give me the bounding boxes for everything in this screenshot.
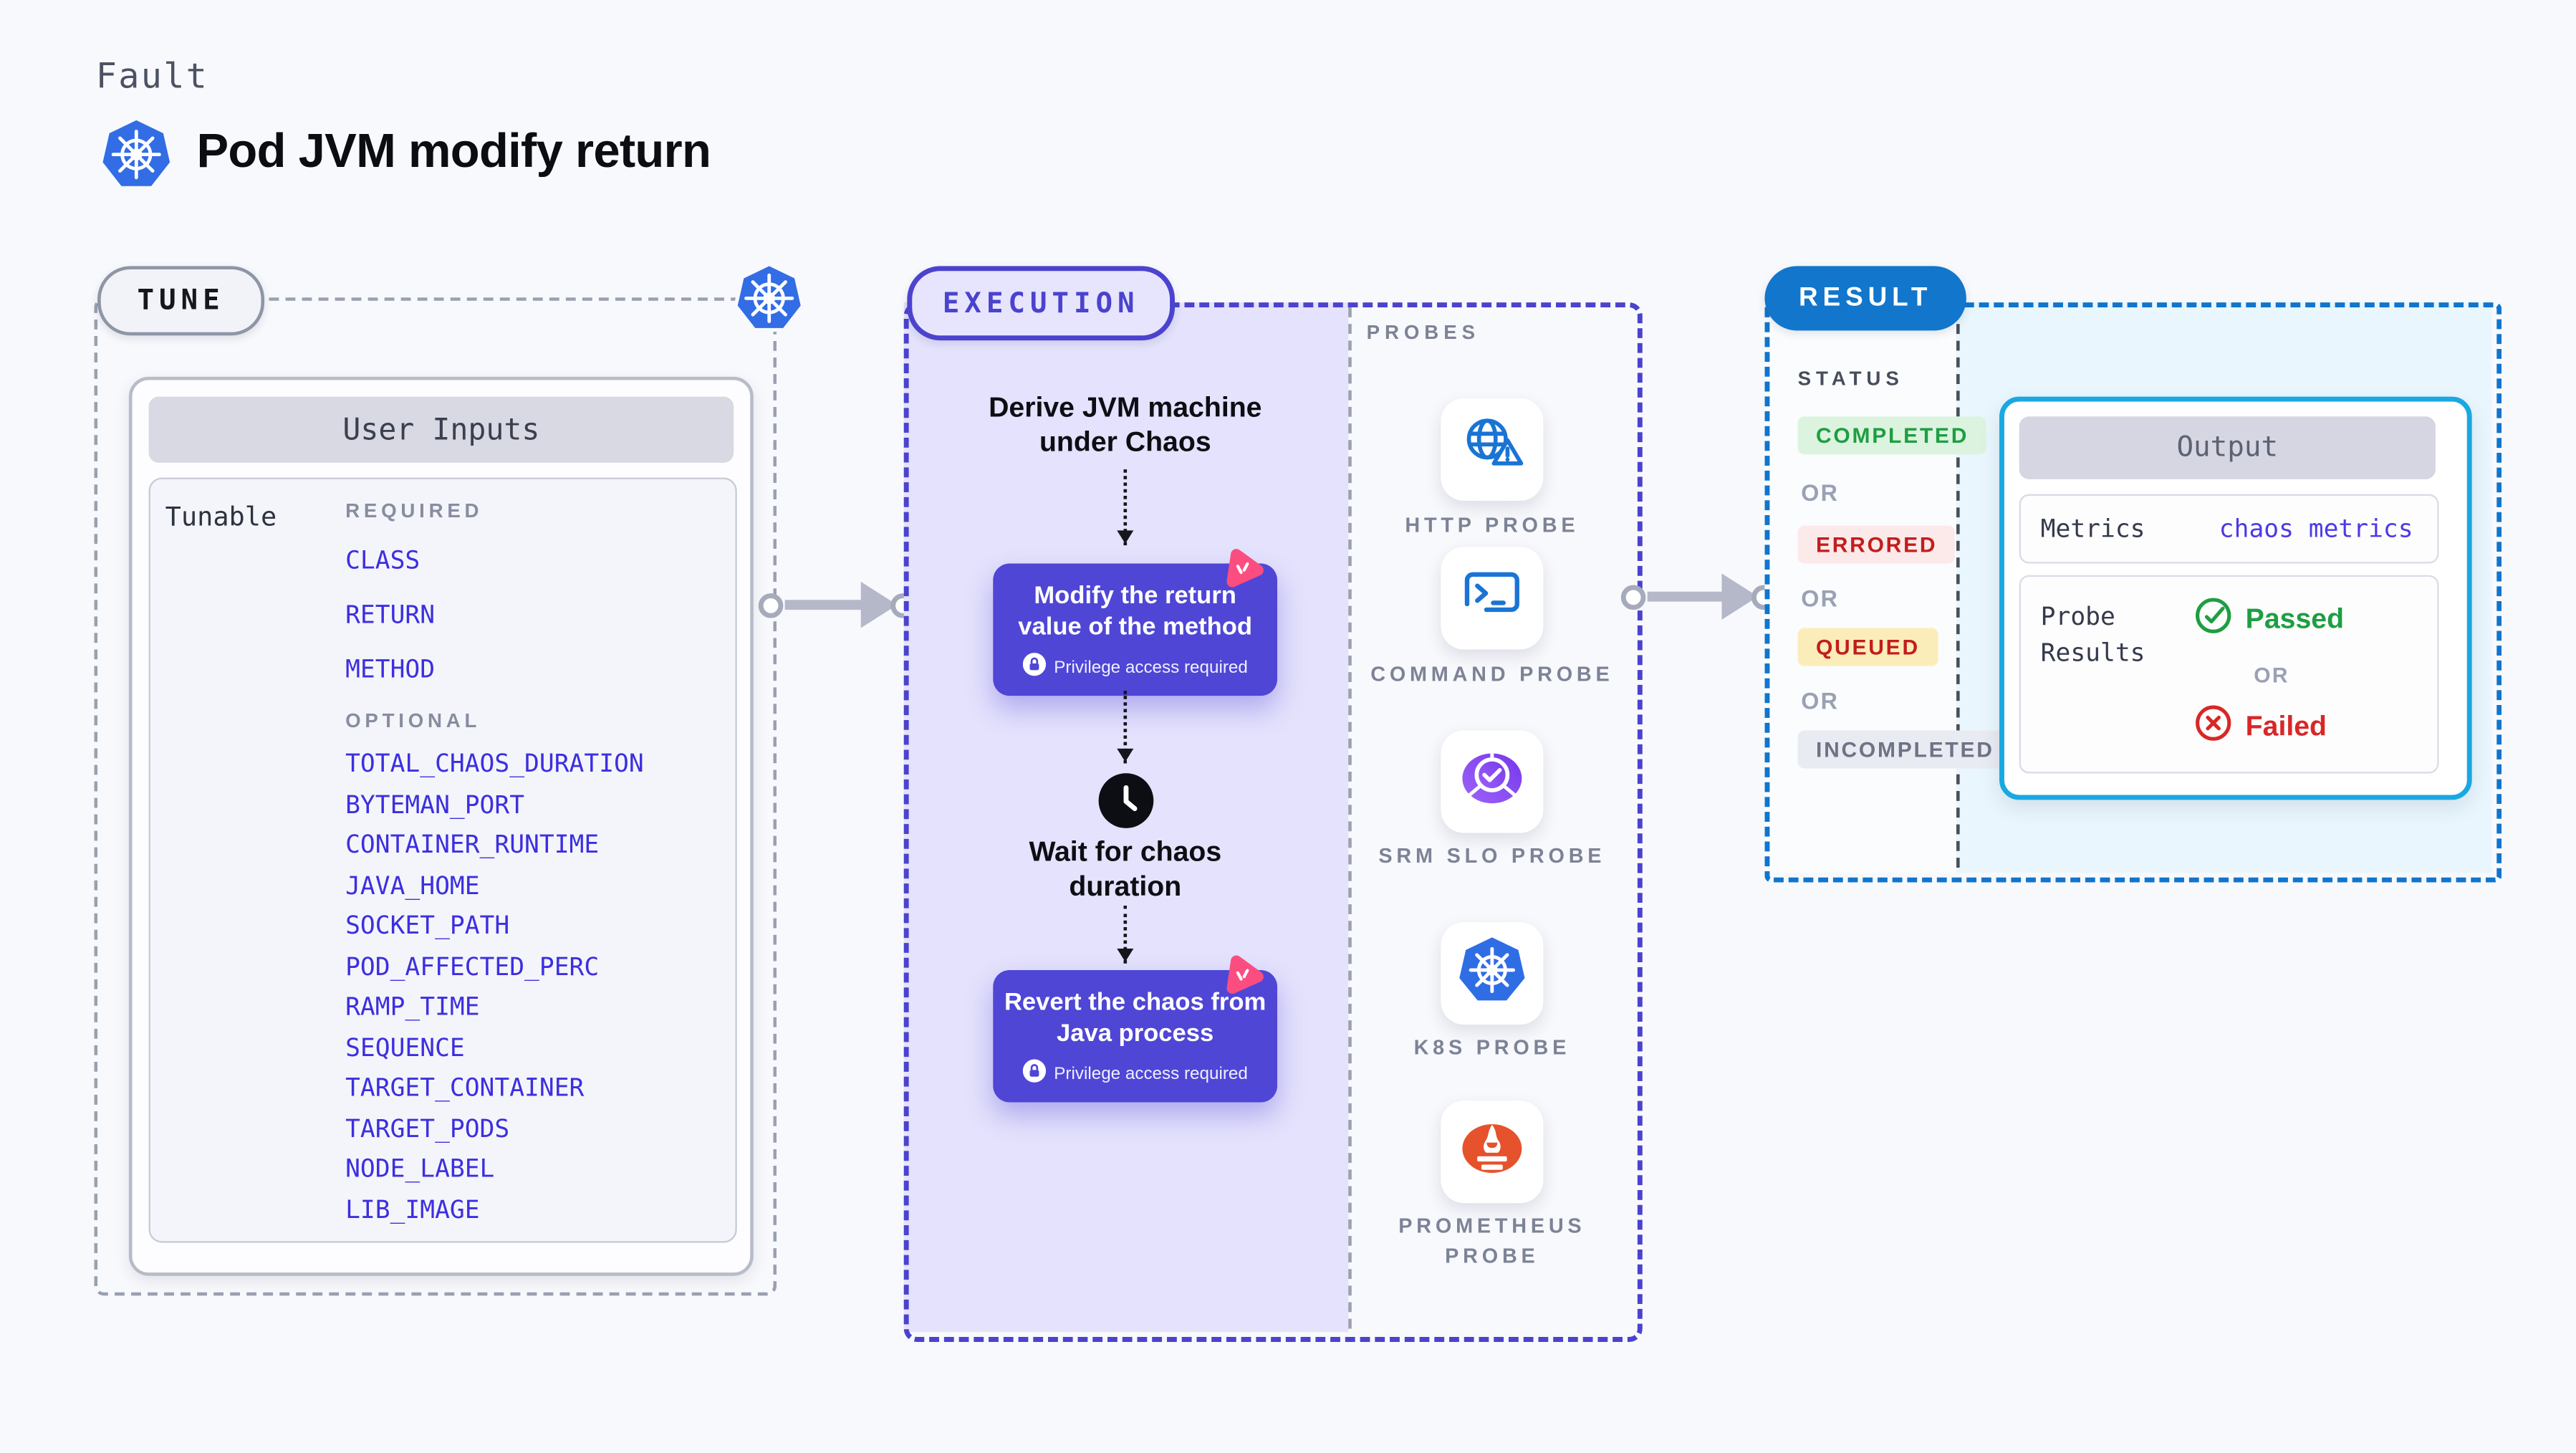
param-link[interactable]: TARGET_PODS — [345, 1113, 510, 1143]
clock-icon — [1097, 772, 1155, 830]
probes-label: PROBES — [1366, 320, 1481, 344]
tune-pill: TUNE — [97, 266, 265, 336]
status-label: STATUS — [1797, 367, 1904, 390]
revert-step-box: Revert the chaos from Java process Privi… — [993, 969, 1278, 1103]
metrics-value-link[interactable]: chaos metrics — [2219, 514, 2413, 544]
or-label: OR — [1801, 585, 1840, 612]
output-card: Output Metrics chaos metrics Probe Resul… — [1999, 396, 2472, 800]
status-badge-queued: QUEUED — [1797, 628, 1938, 666]
or-label: OR — [1801, 687, 1840, 714]
tunable-list: Tunable REQUIRED CLASS RETURN METHOD OPT… — [148, 477, 737, 1243]
or-label: OR — [1801, 479, 1840, 506]
param-link[interactable]: POD_AFFECTED_PERC — [345, 951, 600, 981]
param-link[interactable]: CLASS — [345, 545, 420, 575]
privilege-label: Privilege access required — [1054, 656, 1248, 677]
modify-step-title: Modify the return value of the method — [1018, 581, 1253, 641]
prometheus-probe-card — [1441, 1100, 1544, 1204]
status-badge-incompleted: INCOMPLETED — [1797, 730, 2013, 769]
probe-label: K8S PROBE — [1413, 1036, 1571, 1060]
param-link[interactable]: RAMP_TIME — [345, 991, 480, 1022]
probe-label: HTTP PROBE — [1405, 514, 1580, 537]
output-title: Output — [2019, 416, 2436, 479]
flow-arrow-down — [1116, 906, 1133, 964]
status-zone — [1764, 302, 1957, 873]
kubernetes-icon — [732, 261, 807, 335]
param-link[interactable]: RETURN — [345, 600, 436, 630]
execution-pill: EXECUTION — [907, 266, 1175, 341]
kubernetes-icon — [99, 118, 173, 192]
probes-separator — [1348, 307, 1352, 1329]
flow-arrow-down — [1116, 691, 1133, 764]
wait-step-text: Wait for chaos duration — [1029, 836, 1222, 903]
passed-label: Passed — [2245, 603, 2345, 635]
fault-eyebrow: Fault — [95, 56, 209, 96]
execution-section-frame — [903, 302, 1643, 1342]
probe-results-row: Probe Results Passed OR — [2019, 575, 2439, 774]
prometheus-icon — [1454, 1110, 1530, 1194]
http-probe-card — [1441, 398, 1544, 501]
user-inputs-title: User Inputs — [148, 396, 734, 463]
probe-label: PROMETHEUS PROBE — [1398, 1214, 1586, 1268]
terminal-icon — [1456, 557, 1528, 638]
param-link[interactable]: METHOD — [345, 654, 436, 684]
param-link[interactable]: NODE_LABEL — [345, 1154, 495, 1184]
result-section-frame — [1764, 302, 2502, 883]
or-label: OR — [2254, 662, 2289, 688]
derive-step-text: Derive JVM machine under Chaos — [989, 391, 1262, 458]
probe-results-label: Probe Results — [2040, 601, 2145, 668]
page-title: Pod JVM modify return — [196, 125, 711, 179]
x-circle-icon — [2194, 704, 2232, 751]
chaos-mesh-icon — [1213, 946, 1271, 1004]
tunable-label: Tunable — [165, 500, 277, 532]
k8s-probe-card — [1441, 922, 1544, 1025]
param-link[interactable]: SEQUENCE — [345, 1032, 465, 1062]
param-link[interactable]: CONTAINER_RUNTIME — [345, 829, 600, 860]
result-separator — [1956, 307, 1960, 868]
kubernetes-icon — [1454, 931, 1530, 1016]
user-inputs-card: User Inputs Tunable REQUIRED CLASS RETUR… — [128, 376, 754, 1276]
param-link[interactable]: SOCKET_PATH — [345, 910, 510, 941]
probe-label: SRM SLO PROBE — [1378, 844, 1606, 868]
revert-step-title: Revert the chaos from Java process — [1004, 988, 1267, 1048]
globe-warning-icon — [1454, 408, 1530, 492]
tune-to-execution-arrow — [758, 581, 915, 628]
execution-to-result-arrow — [1620, 573, 1777, 620]
optional-label: OPTIONAL — [345, 709, 481, 732]
result-pill: RESULT — [1764, 266, 1966, 331]
param-link[interactable]: BYTEMAN_PORT — [345, 789, 525, 819]
tune-section-frame — [94, 297, 777, 1296]
param-link[interactable]: JAVA_HOME — [345, 870, 480, 900]
srm-slo-probe-card — [1441, 730, 1544, 833]
param-link[interactable]: TARGET_CONTAINER — [345, 1072, 585, 1103]
metrics-row: Metrics chaos metrics — [2019, 494, 2439, 564]
flow-arrow-down — [1116, 469, 1133, 546]
required-label: REQUIRED — [345, 499, 484, 522]
command-probe-card — [1441, 547, 1544, 650]
status-badge-errored: ERRORED — [1797, 525, 1956, 564]
lock-icon — [1022, 1059, 1046, 1088]
failed-label: Failed — [2245, 710, 2327, 742]
check-circle-icon — [2194, 597, 2232, 643]
metrics-label: Metrics — [2040, 514, 2145, 544]
status-badge-completed: COMPLETED — [1797, 416, 1987, 455]
probe-label: COMMAND PROBE — [1370, 662, 1614, 686]
chaos-mesh-icon — [1213, 540, 1271, 597]
slo-donut-icon — [1454, 739, 1530, 824]
lock-icon — [1022, 653, 1046, 681]
param-link[interactable]: TOTAL_CHAOS_DURATION — [345, 748, 644, 779]
param-link[interactable]: LIB_IMAGE — [345, 1194, 480, 1224]
privilege-label: Privilege access required — [1054, 1063, 1248, 1083]
